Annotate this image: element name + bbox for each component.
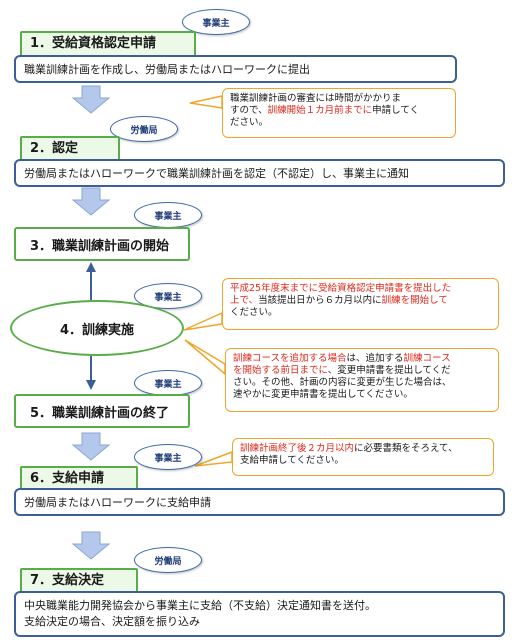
badge-employer-1: 事業主 [182, 9, 250, 35]
badge-labor-bureau-7: 労働局 [134, 547, 202, 573]
line-arrow-up [86, 262, 96, 300]
step-1-body: 職業訓練計画を作成し、労働局またはハローワークに提出 [14, 55, 457, 83]
badge-employer-3: 事業主 [134, 202, 202, 228]
step-7-body: 中央職業能力開発協会から事業主に支給（不支給）決定通知書を送付。 支給決定の場合… [14, 591, 505, 637]
step-5-box: 5．職業訓練計画の終了 [14, 394, 190, 428]
step-1-title: 1．受給資格認定申請 [20, 31, 196, 57]
callout-note-4: 訓練計画終了後２カ月以内に必要書類をそろえて、 支給申請してください。 [232, 438, 494, 476]
callout-note-1: 職業訓練計画の審査には時間がかかりま すので、訓練開始１カ月前までに申請してく … [222, 88, 456, 138]
badge-employer-5: 事業主 [134, 370, 202, 396]
step-4-ellipse: 4．訓練実施 [10, 300, 184, 356]
step-3-box: 3．職業訓練計画の開始 [14, 227, 190, 261]
badge-employer-4: 事業主 [134, 283, 202, 309]
block-arrow-4 [71, 531, 111, 560]
line-arrow-down [86, 356, 96, 390]
block-arrow-2 [71, 187, 111, 216]
block-arrow-1 [71, 85, 111, 114]
step-6-body: 労働局またはハローワークに支給申請 [14, 488, 505, 516]
callout-pointer-1 [189, 95, 223, 109]
step-2-body: 労働局またはハローワークで職業訓練計画を認定（不認定）し、事業主に通知 [14, 159, 505, 187]
callout-note-2: 平成25年度末までに受給資格認定申請書を提出した 上で、当該提出日から６カ月以内… [222, 278, 499, 330]
step-7-title: 7．支給決定 [20, 568, 138, 594]
callout-pointer-3 [184, 339, 226, 376]
badge-employer-6: 事業主 [134, 444, 202, 470]
block-arrow-3 [71, 432, 111, 461]
badge-labor-bureau-2: 労働局 [110, 116, 178, 142]
callout-note-3: 訓練コースを追加する場合は、追加する訓練コース を開始する前日までに、変更申請書… [225, 348, 499, 412]
callout-pointer-2 [183, 311, 223, 331]
